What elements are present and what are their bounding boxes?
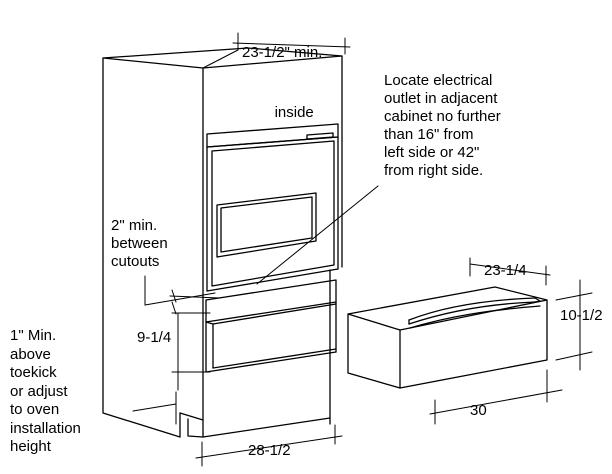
dimension-label-top-width: 23-1/2" min. inside [242,3,322,143]
drawer-depth-label: 23-1/4 [484,262,527,279]
cabinet-outline [102,47,343,438]
oven-control-panel [306,132,334,140]
cutout-height-label: 9-1/4 [137,329,172,346]
cabinet-base [179,412,204,438]
toekick-note: 1" Min. above toekick or adjust to oven … [10,327,81,455]
oven-window [216,192,317,258]
dimension-lines [132,32,593,467]
drawer-width-label: 30 [470,402,487,419]
top-width-line2: inside [274,104,314,121]
drawer-cutout [205,279,337,373]
electrical-outlet-note: Locate electrical outlet in adjacent cab… [384,72,501,179]
drawer-height-label: 10-1/2 [560,307,603,324]
warming-drawer [347,286,548,389]
wall-oven [206,123,339,292]
between-cutouts-label: 2" min. between cutouts [111,217,168,270]
bottom-width-label: 28-1/2 [248,442,291,459]
top-width-line1: 23-1/2" min. [242,44,323,61]
